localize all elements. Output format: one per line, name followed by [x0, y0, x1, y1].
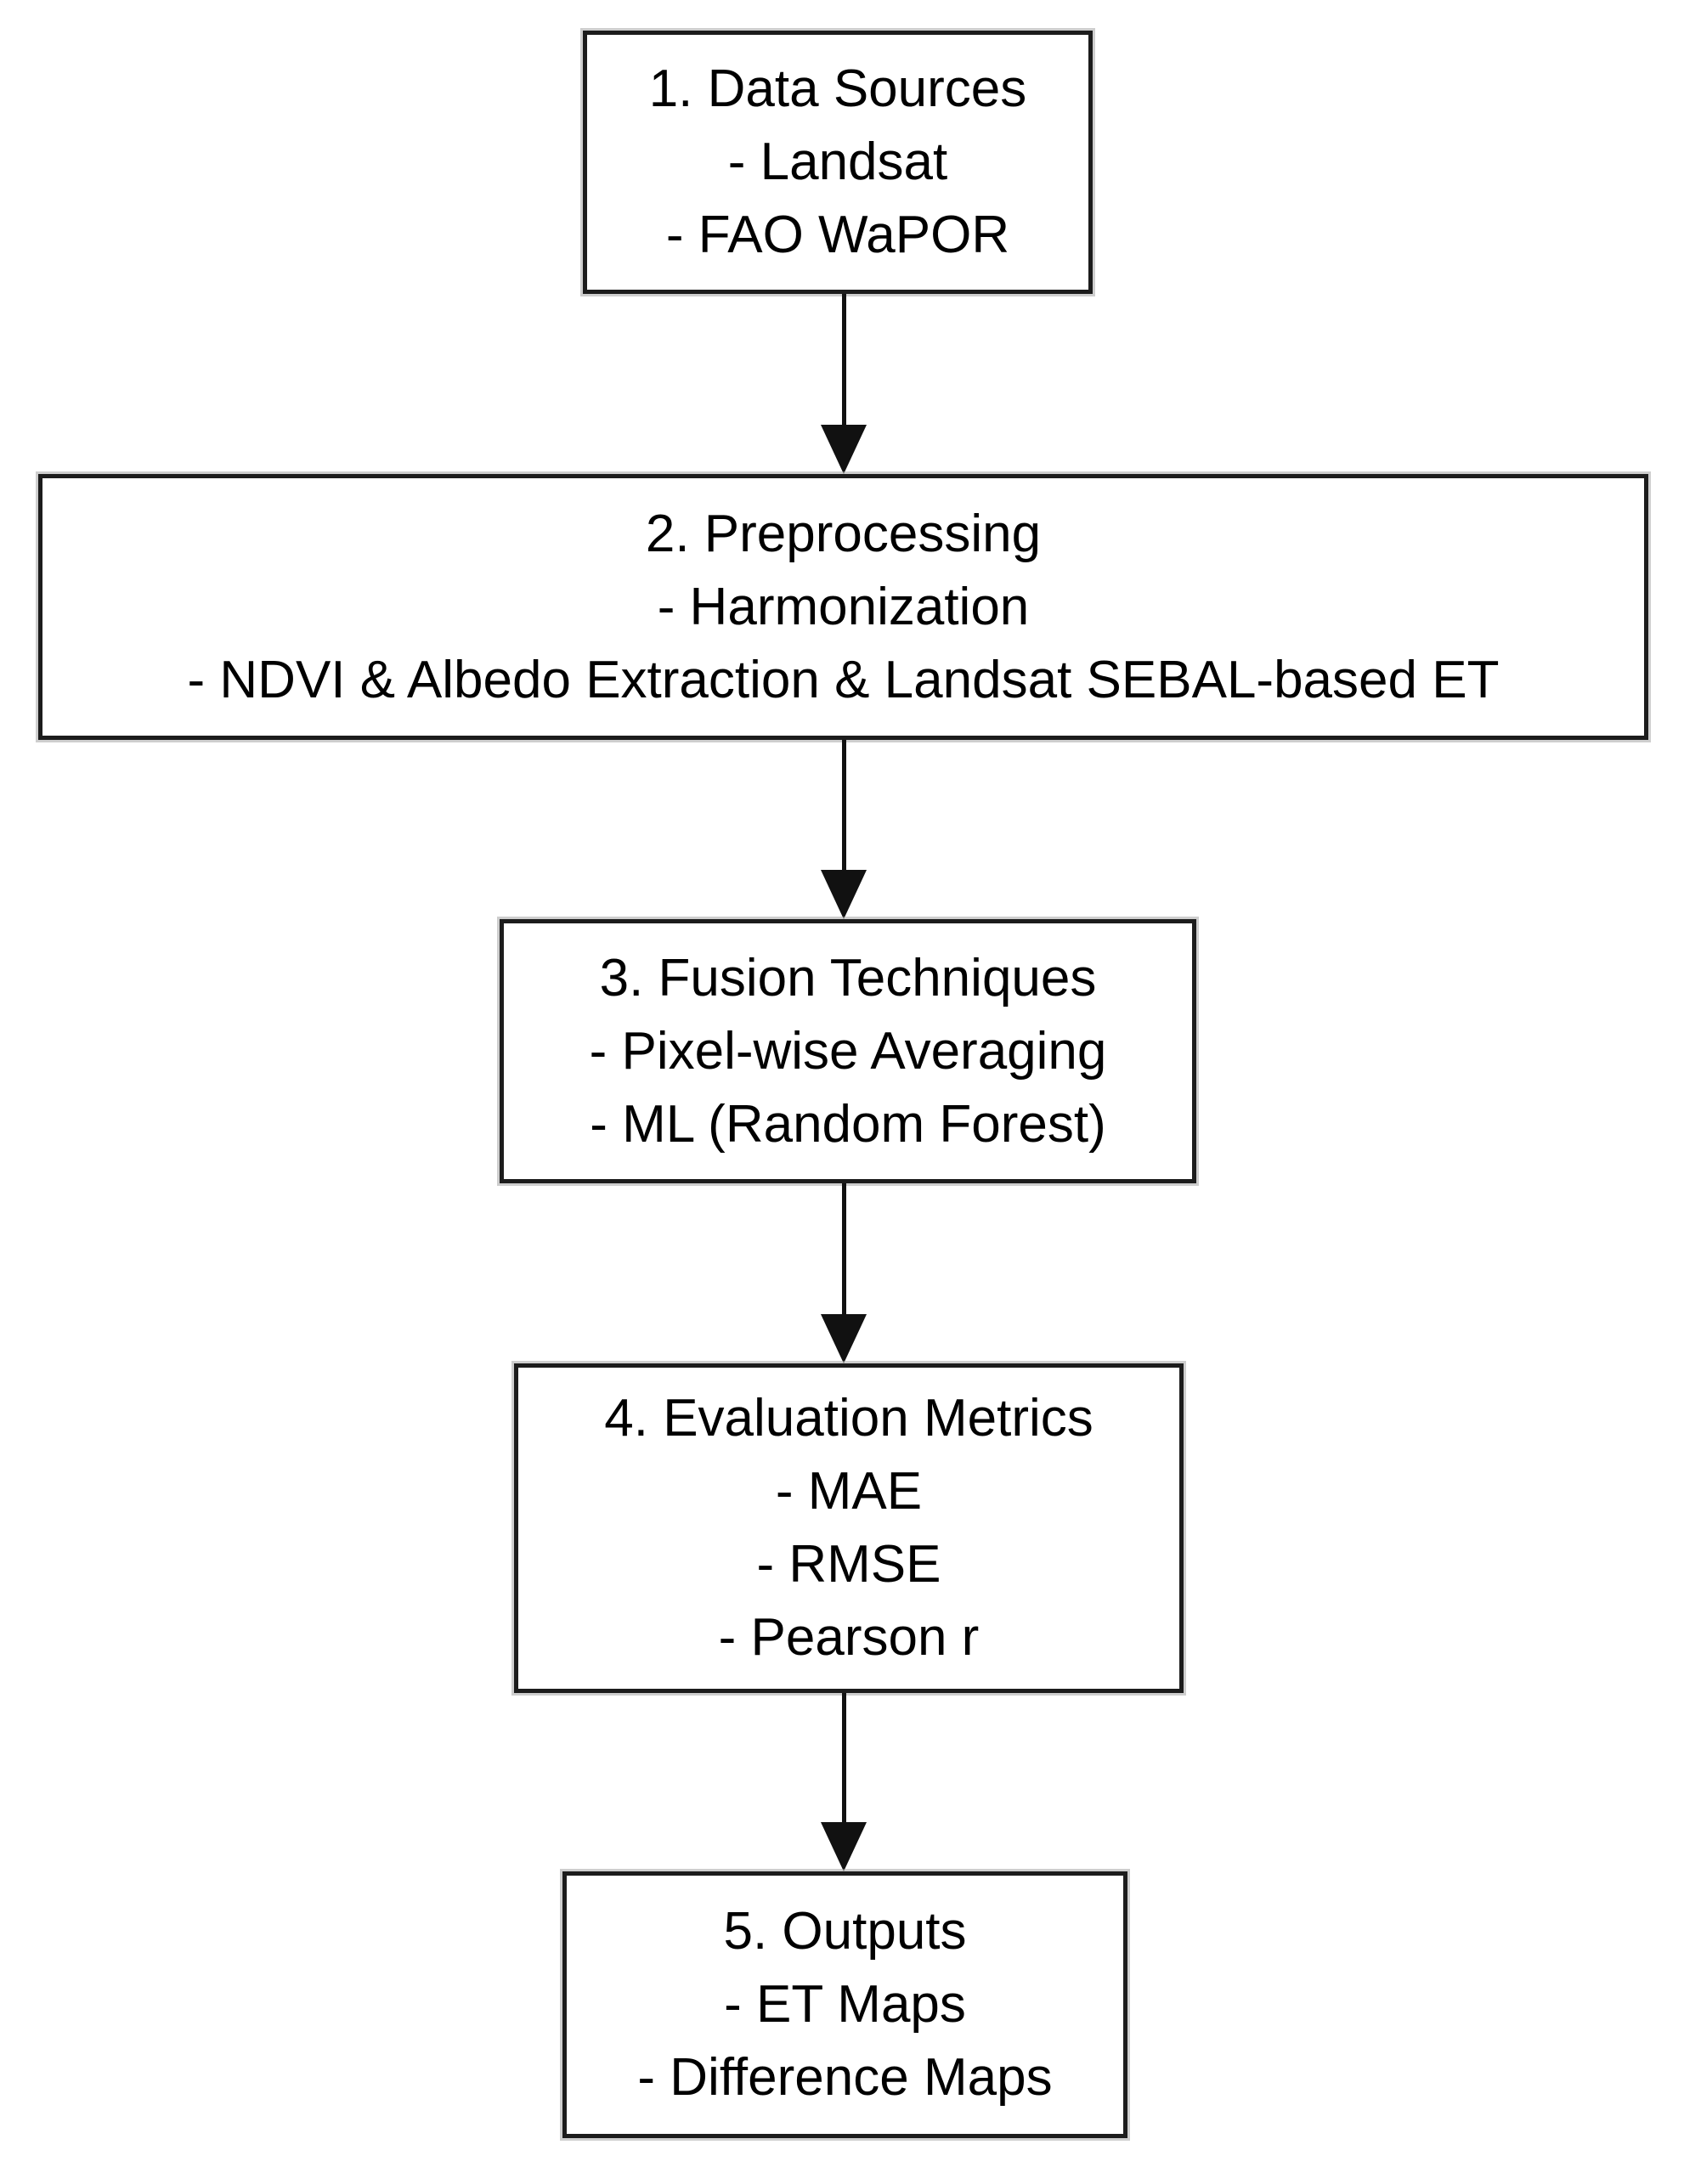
arrowhead-down-icon	[821, 1314, 867, 1363]
flow-box-evaluation-metrics: 4. Evaluation Metrics - MAE - RMSE - Pea…	[514, 1363, 1184, 1693]
box-item: - Harmonization	[657, 577, 1030, 636]
box-item: - Pearson r	[718, 1608, 980, 1667]
box-item: - MAE	[775, 1462, 923, 1521]
box-item: - NDVI & Albedo Extraction & Landsat SEB…	[187, 650, 1500, 709]
flow-box-fusion-techniques: 3. Fusion Techniques - Pixel-wise Averag…	[500, 919, 1196, 1183]
arrowhead-down-icon	[821, 425, 867, 474]
box-title: 4. Evaluation Metrics	[604, 1389, 1093, 1448]
arrow-line	[842, 1693, 846, 1827]
box-item: - FAO WaPOR	[665, 206, 1010, 264]
arrowhead-down-icon	[821, 1822, 867, 1871]
arrow-line	[842, 1183, 846, 1319]
arrow-connector-2	[820, 740, 867, 919]
box-title: 1. Data Sources	[648, 59, 1027, 118]
arrow-line	[842, 294, 846, 430]
box-title: 3. Fusion Techniques	[599, 948, 1097, 1007]
flow-box-preprocessing: 2. Preprocessing - Harmonization - NDVI …	[38, 474, 1648, 740]
box-item: - RMSE	[756, 1535, 941, 1594]
flow-box-outputs: 5. Outputs - ET Maps - Difference Maps	[562, 1871, 1127, 2138]
flow-box-data-sources: 1. Data Sources - Landsat - FAO WaPOR	[583, 31, 1093, 294]
box-item: - ET Maps	[724, 1975, 966, 2034]
box-title: 2. Preprocessing	[645, 504, 1042, 563]
box-item: - Difference Maps	[637, 2048, 1053, 2107]
box-title: 5. Outputs	[723, 1902, 967, 1961]
arrow-connector-4	[820, 1693, 867, 1871]
box-item: - ML (Random Forest)	[590, 1094, 1106, 1154]
arrow-connector-1	[820, 294, 867, 474]
arrow-line	[842, 740, 846, 875]
box-item: - Pixel-wise Averaging	[589, 1021, 1107, 1081]
arrow-connector-3	[820, 1183, 867, 1363]
box-item: - Landsat	[727, 133, 948, 191]
arrowhead-down-icon	[821, 870, 867, 919]
